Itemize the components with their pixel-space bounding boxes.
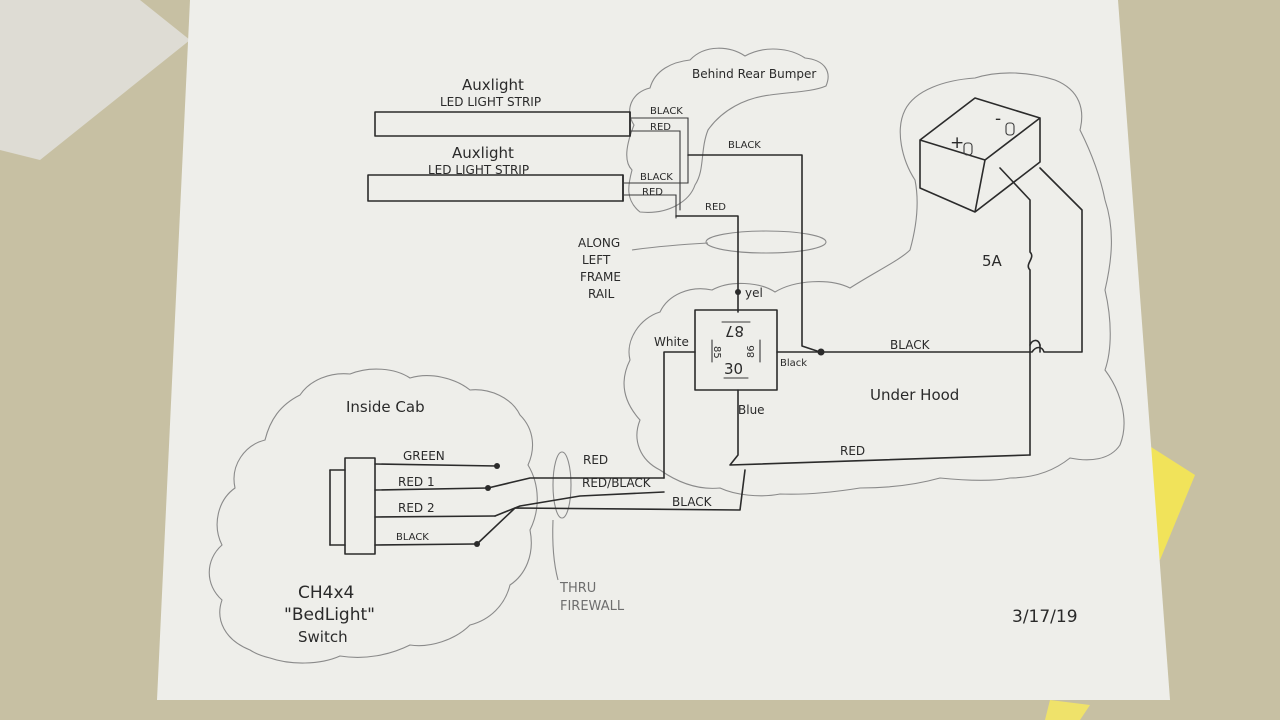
wire-red-87 xyxy=(675,215,739,313)
strip2-red-label: RED xyxy=(642,187,663,198)
wire-black-ground xyxy=(687,154,1083,353)
strip1-desc: LED LIGHT STRIP xyxy=(440,95,541,109)
frame-rail-4: RAIL xyxy=(588,287,615,301)
strip1-red-lead xyxy=(629,130,681,211)
battery-minus: - xyxy=(995,109,1001,129)
relay-85-label: 85 xyxy=(711,346,722,359)
white-label: White xyxy=(654,335,689,349)
strip1-black-label: BLACK xyxy=(650,106,683,117)
strip1-red-label: RED xyxy=(650,122,671,133)
frame-rail-loop xyxy=(705,230,827,254)
black-top-label: BLACK xyxy=(728,140,761,151)
yel-label: yel xyxy=(745,286,763,300)
frame-rail-1: ALONG xyxy=(578,236,620,250)
black-mid-label: BLACK xyxy=(890,338,931,352)
binder-corner xyxy=(0,0,190,160)
yel-splice xyxy=(735,289,741,295)
blue-label: Blue xyxy=(738,403,765,417)
green-end xyxy=(494,463,500,469)
inside-cab-cloud xyxy=(208,368,538,664)
wire-blue xyxy=(729,389,1031,466)
battery xyxy=(919,97,1041,213)
wire-red2 xyxy=(374,515,496,518)
strip2-black-label: BLACK xyxy=(640,172,673,183)
date-label: 3/17/19 xyxy=(1012,607,1078,627)
sticky-note-corner xyxy=(1045,700,1090,720)
firewall-leader xyxy=(552,519,559,581)
frame-rail-3: FRAME xyxy=(580,270,621,284)
under-hood-cloud xyxy=(623,72,1125,497)
relay-30-label: 30 xyxy=(724,360,743,378)
battery-plus: + xyxy=(950,133,964,153)
switch-name-2: "BedLight" xyxy=(284,605,375,625)
battery-positive-post xyxy=(963,142,973,156)
frame-rail-2: LEFT xyxy=(582,253,611,267)
strip2-brand: Auxlight xyxy=(452,144,514,162)
wire-white xyxy=(663,351,696,479)
red1-label: RED 1 xyxy=(398,475,435,489)
relay-black-label: Black xyxy=(780,358,807,369)
frame-rail-leader xyxy=(631,242,709,251)
red-vertical-label: RED xyxy=(705,202,726,213)
switch-body xyxy=(344,457,376,555)
black-switch-label: BLACK xyxy=(396,532,429,543)
wire-red-fuse xyxy=(999,167,1033,346)
rear-bumper-label: Behind Rear Bumper xyxy=(692,67,816,81)
black-splice xyxy=(817,348,825,356)
thru-firewall-1: THRU xyxy=(559,581,596,596)
strip2-desc: LED LIGHT STRIP xyxy=(428,163,529,177)
strip2-black-lead xyxy=(622,159,689,184)
wire-green xyxy=(374,463,498,467)
fuse-label: 5A xyxy=(982,252,1003,270)
switch-name-1: CH4x4 xyxy=(298,583,354,603)
black-fw-label: BLACK xyxy=(672,495,713,509)
thru-firewall-2: FIREWALL xyxy=(560,599,625,614)
wire-black-switch xyxy=(374,543,476,546)
red2-label: RED 2 xyxy=(398,501,435,515)
relay-87-label: 87 xyxy=(725,322,744,340)
wire-red1 xyxy=(374,487,489,491)
red-fw-label: RED xyxy=(583,453,608,467)
red-lower-label: RED xyxy=(840,444,865,458)
relay xyxy=(694,309,778,391)
battery-negative-post xyxy=(1005,122,1015,136)
strip1-black-lead xyxy=(629,117,689,161)
inside-cab-label: Inside Cab xyxy=(346,398,425,416)
rear-bumper-cloud xyxy=(626,47,829,213)
under-hood-label: Under Hood xyxy=(870,386,959,404)
relay-86-label: 86 xyxy=(746,345,757,358)
wire-fw-red-black xyxy=(494,491,665,517)
wire-fw-red xyxy=(487,477,665,489)
green-label: GREEN xyxy=(403,449,445,463)
firewall-loop xyxy=(552,451,572,519)
switch-name-3: Switch xyxy=(298,628,348,646)
red-black-fw-label: RED/BLACK xyxy=(582,476,652,490)
wire-fw-black xyxy=(476,469,746,545)
strip2-red-lead xyxy=(622,194,677,219)
strip1-brand: Auxlight xyxy=(462,76,524,94)
